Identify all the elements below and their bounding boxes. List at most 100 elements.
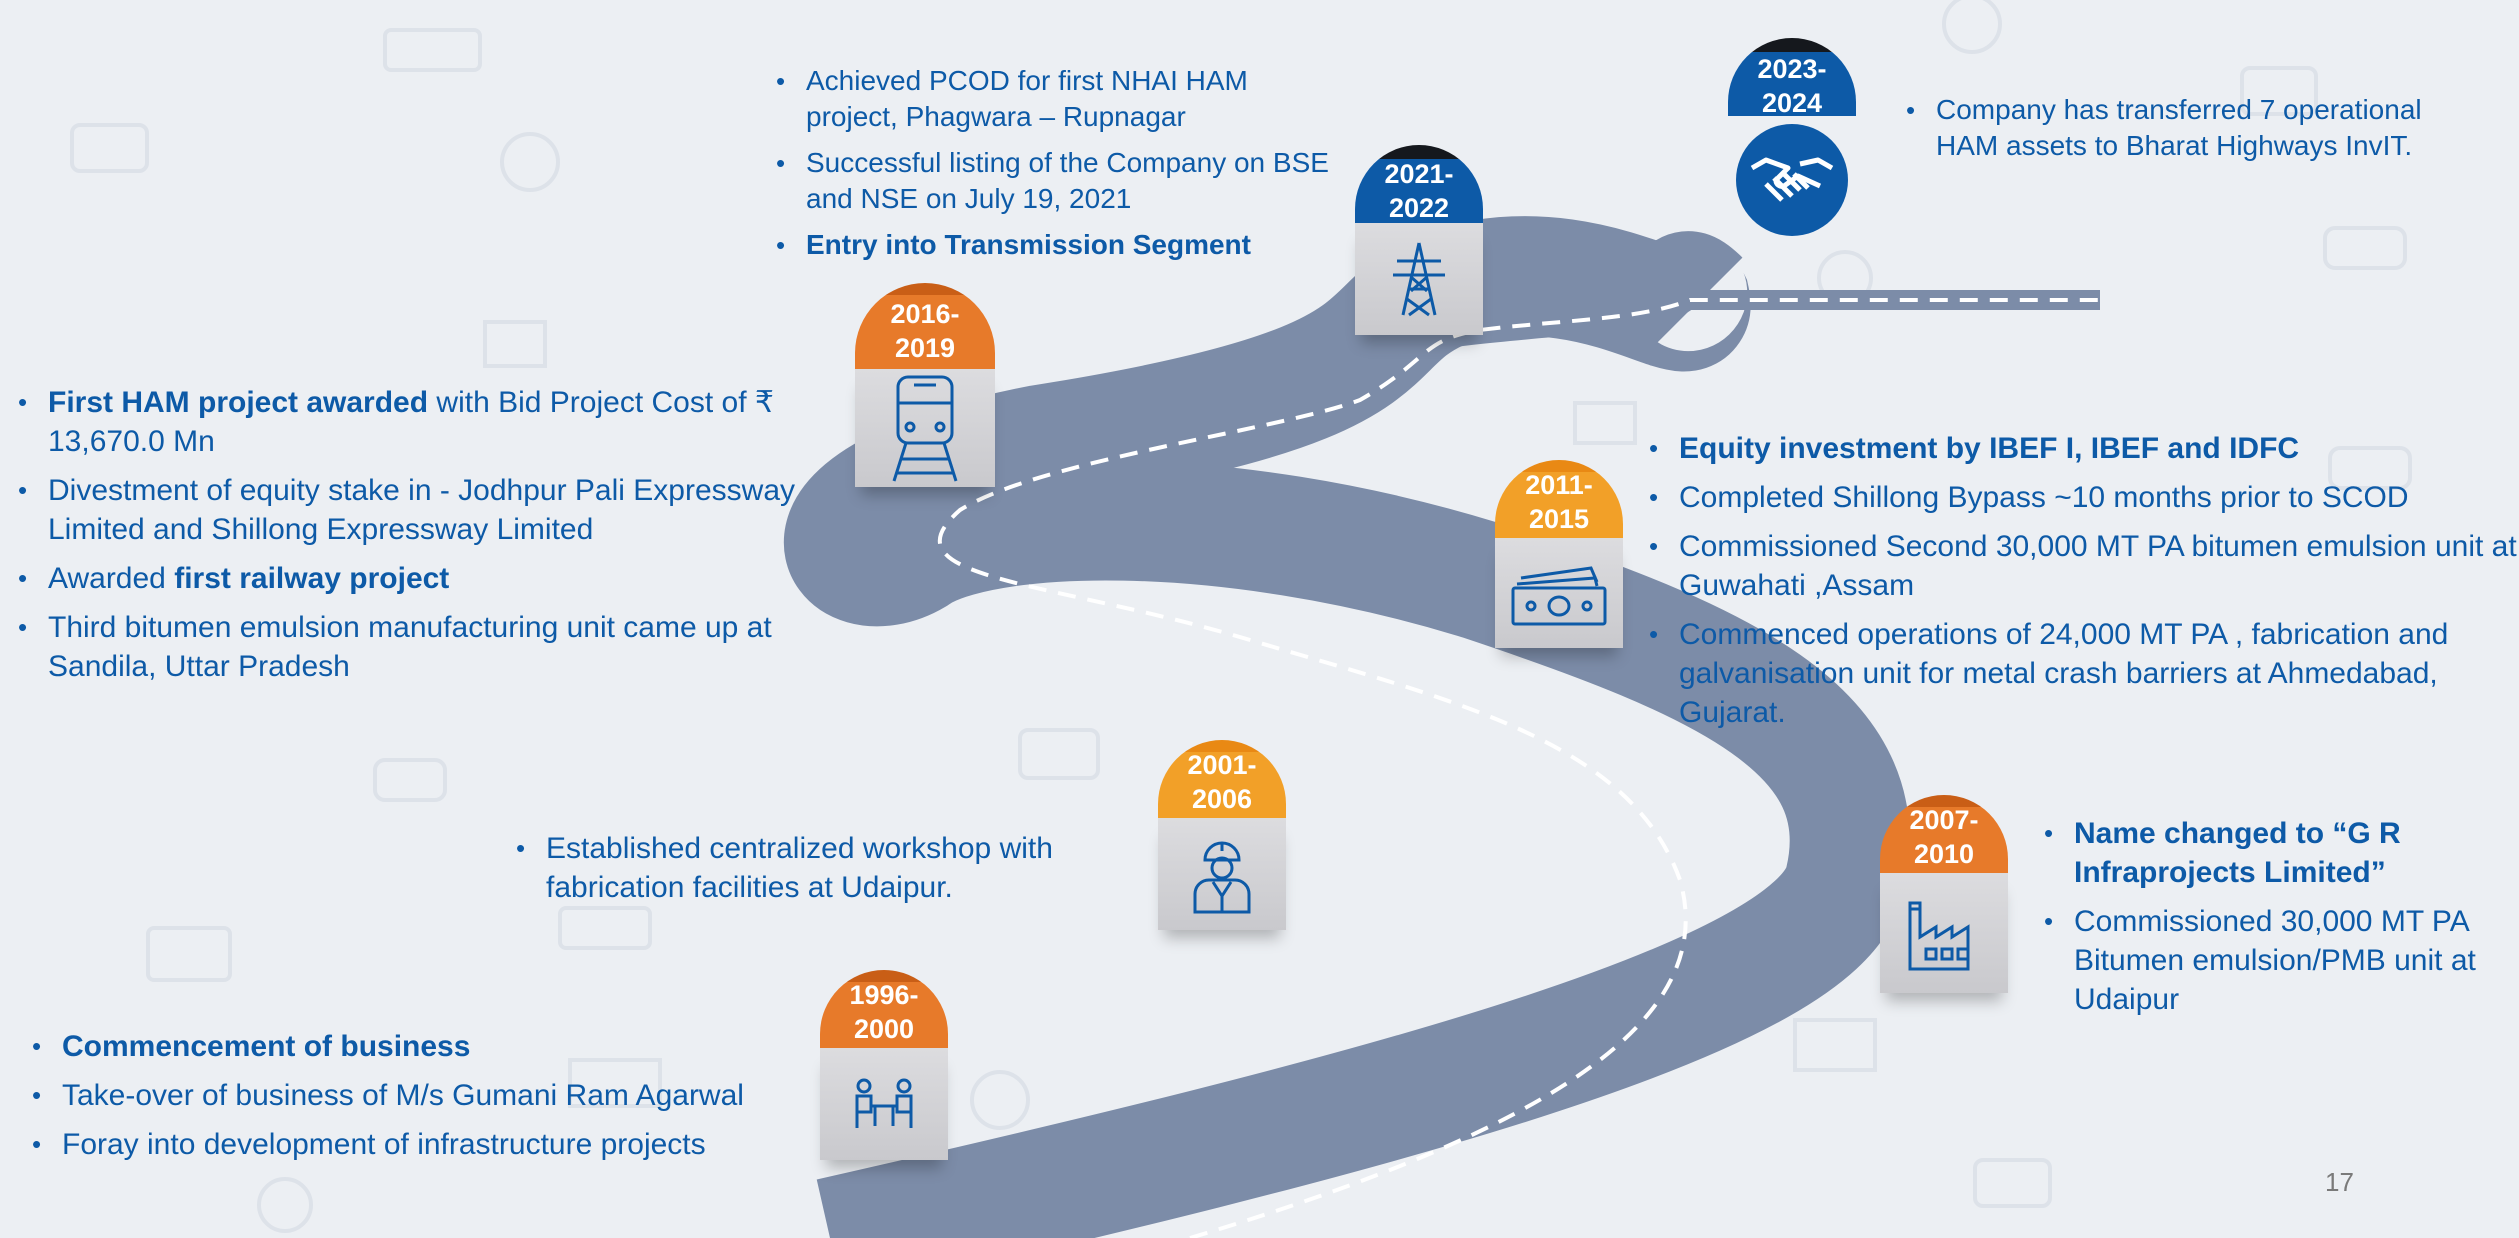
milestone-2021-2022: 2021- 2022 — [1355, 145, 1483, 335]
bullet-item: Commissioned Second 30,000 MT PA bitumen… — [1643, 527, 2519, 605]
coin-icon — [1942, 0, 2002, 54]
bullet-item: Third bitumen emulsion manufacturing uni… — [12, 608, 842, 686]
bullet-item: Take-over of business of M/s Gumani Ram … — [26, 1076, 816, 1115]
year-start: 2016- — [890, 299, 960, 329]
milestone-icon-box — [855, 369, 995, 487]
year-start: 2023- — [1757, 54, 1827, 84]
milestone-text-2001-2006: Established centralized workshop with fa… — [510, 829, 1130, 917]
coin-stack-icon — [146, 926, 232, 982]
milestone-year: 2007- 2010 — [1880, 795, 2008, 873]
year-start: 2021- — [1384, 159, 1454, 189]
page-number: 17 — [2325, 1167, 2354, 1197]
coin-icon — [970, 1070, 1030, 1130]
year-end: 2024 — [1761, 88, 1823, 118]
road-surface-end — [1358, 286, 2100, 360]
road-center-line — [937, 298, 2100, 1238]
train-icon — [892, 375, 958, 482]
milestone-year: 2023- 2024 — [1728, 38, 1856, 118]
milestone-year: 1996- 2000 — [820, 970, 948, 1048]
bullet-item: Company has transferred 7 operational HA… — [1900, 92, 2460, 164]
bullet-text: Completed Shillong Bypass ~10 months pri… — [1679, 481, 2409, 514]
milestone-icon-box — [1728, 116, 1856, 244]
bullet-bold-text: first railway project — [174, 562, 450, 595]
engineer-worker-icon — [1193, 841, 1251, 914]
milestone-text-2021-2022: Achieved PCOD for first NHAI HAM project… — [770, 63, 1330, 273]
milestone-1996-2000: 1996- 2000 — [820, 970, 948, 1160]
bullet-bold-text: Name changed to “G R Infraprojects Limit… — [2074, 817, 2401, 889]
milestone-2011-2015: 2011- 2015 — [1495, 460, 1623, 648]
bullet-item: Commencement of business — [26, 1027, 816, 1066]
milestone-2001-2006: 2001- 2006 — [1158, 740, 1286, 930]
money-bag-icon — [70, 123, 149, 173]
bullet-item: Entry into Transmission Segment — [770, 227, 1330, 263]
milestone-year: 2001- 2006 — [1158, 740, 1286, 818]
bullet-item: Foray into development of infrastructure… — [26, 1125, 816, 1164]
bank-icon — [1573, 401, 1637, 445]
milestone-text-1996-2000: Commencement of business Take-over of bu… — [26, 1027, 816, 1174]
year-end: 2022 — [1388, 193, 1450, 223]
handshake-icon — [1736, 124, 1848, 236]
milestone-text-2011-2015: Equity investment by IBEF I, IBEF and ID… — [1643, 429, 2519, 742]
bullet-text: with Bid Project Cost of ₹ 13,670.0 Mn — [48, 386, 774, 458]
milestone-2007-2010: 2007- 2010 — [1880, 795, 2008, 993]
cash-stack-icon — [558, 906, 652, 950]
year-start: 1996- — [849, 980, 919, 1010]
year-end: 2010 — [1913, 839, 1975, 869]
milestone-icon-box — [1355, 223, 1483, 335]
bullet-item: Completed Shillong Bypass ~10 months pri… — [1643, 478, 2519, 517]
bullet-text: Achieved PCOD for first NHAI HAM project… — [806, 65, 1248, 132]
bullet-text: Established centralized workshop with fa… — [546, 832, 1053, 904]
bullet-item: Commenced operations of 24,000 MT PA , f… — [1643, 615, 2519, 732]
bullet-text: Commissioned 30,000 MT PA Bitumen emulsi… — [2074, 905, 2476, 1016]
year-start: 2001- — [1187, 750, 1257, 780]
gift-icon — [1793, 1018, 1877, 1072]
coin-icon — [257, 1177, 313, 1233]
bullet-bold-text: Equity investment by IBEF I, IBEF and ID… — [1679, 432, 2300, 465]
bullet-item: Awarded first railway project — [12, 559, 842, 598]
year-end: 2019 — [894, 333, 956, 363]
factory-icon — [1908, 901, 1970, 971]
money-bills-icon — [1511, 566, 1607, 626]
bullet-text: Successful listing of the Company on BSE… — [806, 147, 1329, 214]
bullet-item: Achieved PCOD for first NHAI HAM project… — [770, 63, 1330, 135]
milestone-icon-box — [1880, 873, 2008, 993]
bullet-item: Successful listing of the Company on BSE… — [770, 145, 1330, 217]
year-start: 2007- — [1909, 805, 1979, 835]
year-end: 2015 — [1528, 504, 1590, 534]
bullet-text: Commenced operations of 24,000 MT PA , f… — [1679, 618, 2449, 729]
milestone-2023-2024: 2023- 2024 — [1728, 38, 1856, 244]
bullet-item: Name changed to “G R Infraprojects Limit… — [2038, 814, 2518, 892]
milestone-icon-box — [1495, 538, 1623, 648]
transmission-tower-icon — [1393, 242, 1445, 317]
bullet-bold-text: First HAM project awarded — [48, 386, 429, 419]
bullet-item: Commissioned 30,000 MT PA Bitumen emulsi… — [2038, 902, 2518, 1019]
bullet-item: Established centralized workshop with fa… — [510, 829, 1130, 907]
cash-stack-icon — [383, 28, 482, 72]
milestone-year: 2021- 2022 — [1355, 145, 1483, 223]
bullet-text: Awarded — [48, 562, 175, 595]
building-icon — [483, 320, 547, 368]
milestone-text-2016-2019: First HAM project awarded with Bid Proje… — [12, 383, 842, 696]
coin-icon — [500, 132, 560, 192]
milestone-icon-box — [1158, 818, 1286, 930]
bullet-item: First HAM project awarded with Bid Proje… — [12, 383, 842, 461]
bullet-text: Divestment of equity stake in - Jodhpur … — [48, 474, 795, 546]
bullet-text: Commissioned Second 30,000 MT PA bitumen… — [1679, 530, 2517, 602]
hand-coin-icon — [373, 758, 447, 802]
milestone-year: 2016- 2019 — [855, 283, 995, 369]
year-start: 2011- — [1525, 470, 1593, 500]
hand-coin-icon — [2323, 226, 2407, 270]
milestone-2016-2019: 2016- 2019 — [855, 283, 995, 487]
bullet-item: Divestment of equity stake in - Jodhpur … — [12, 471, 842, 549]
meeting-people-icon — [855, 1078, 913, 1128]
milestone-year: 2011- 2015 — [1495, 460, 1623, 538]
bullet-text: Third bitumen emulsion manufacturing uni… — [48, 611, 772, 683]
bullet-item: Equity investment by IBEF I, IBEF and ID… — [1643, 429, 2519, 468]
bullet-bold-text: Entry into Transmission Segment — [806, 229, 1251, 260]
bullet-text: Foray into development of infrastructure… — [62, 1128, 706, 1161]
bullet-text: Take-over of business of M/s Gumani Ram … — [62, 1079, 744, 1112]
milestone-icon-box — [820, 1048, 948, 1160]
money-bag-icon — [1973, 1158, 2052, 1208]
bullet-bold-text: Commencement of business — [62, 1030, 471, 1063]
milestone-text-2023-2024: Company has transferred 7 operational HA… — [1900, 92, 2460, 174]
